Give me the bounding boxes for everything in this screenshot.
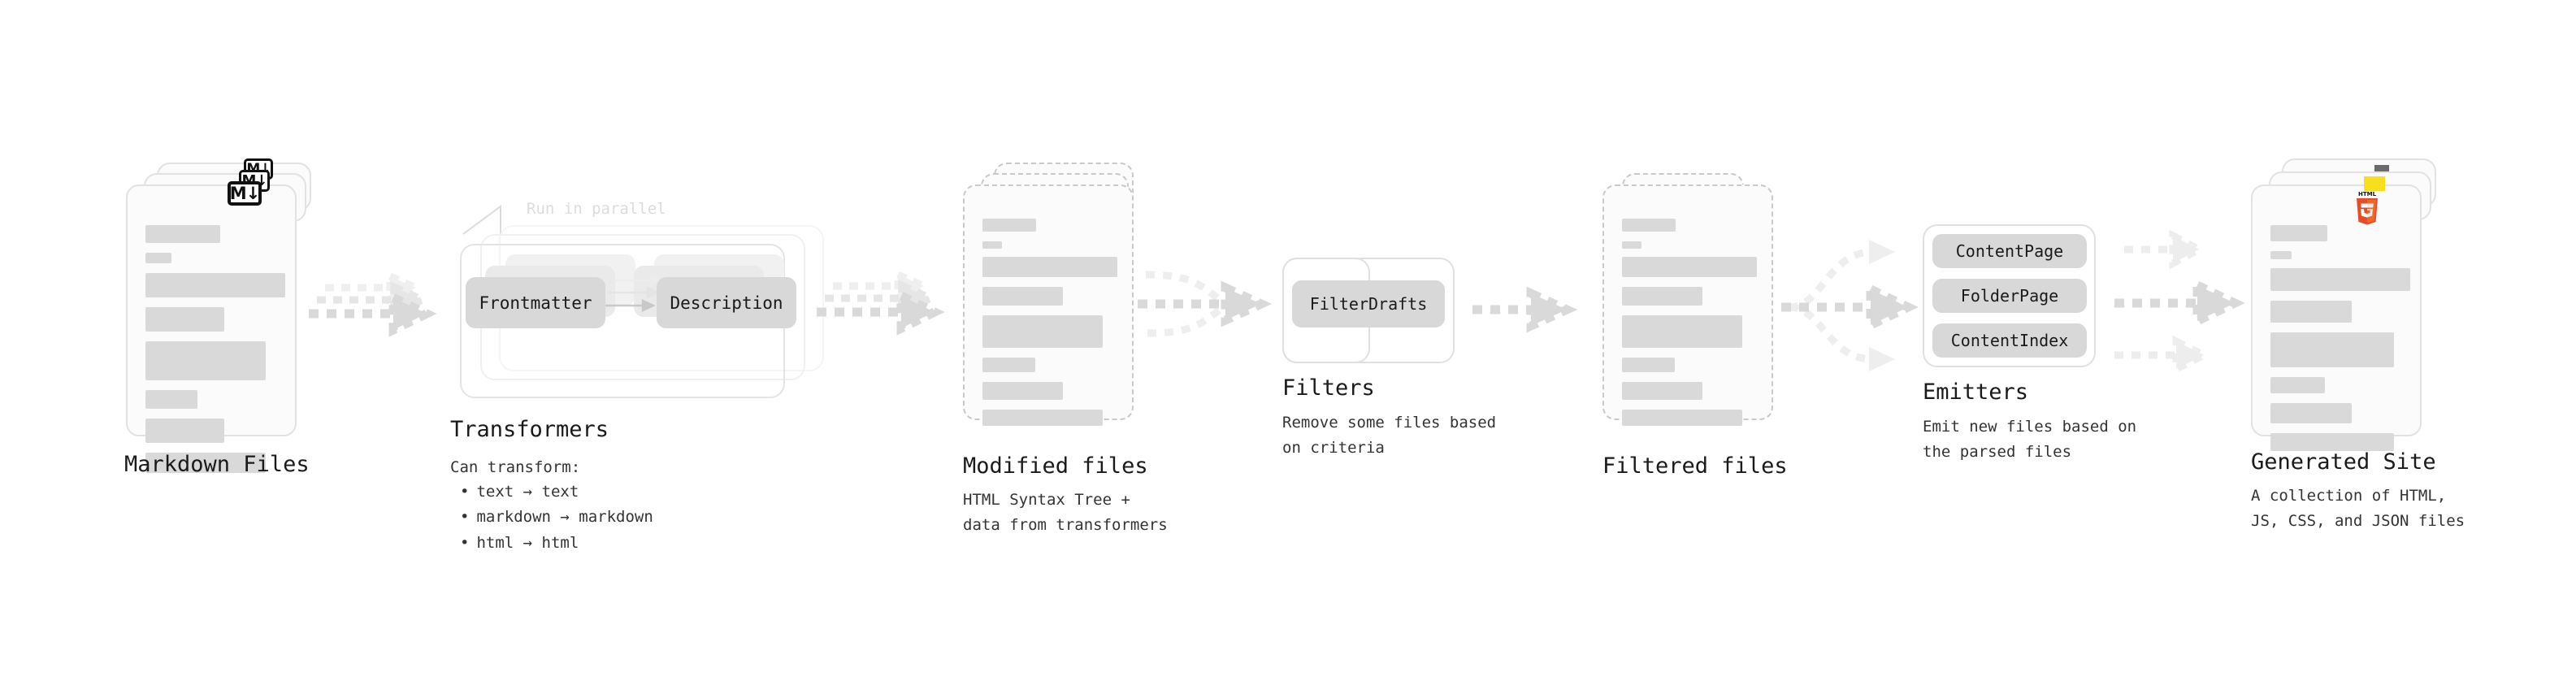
transformers-bullet-list: text → text markdown → markdown html → h… — [460, 479, 653, 556]
emitters-title: Emitters — [1923, 380, 2029, 405]
transformers-bullet-item: markdown → markdown — [460, 505, 653, 530]
emitter-chip-folderpage[interactable]: FolderPage — [1932, 279, 2087, 313]
generated-site-title: Generated Site — [2251, 449, 2436, 475]
run-in-parallel-label: Run in parallel — [527, 200, 666, 218]
modified-files-title: Modified files — [963, 453, 1148, 479]
modified-file-card-front — [963, 184, 1134, 426]
markdown-badge-front: M↓ — [228, 181, 262, 206]
svg-text:HTML: HTML — [2358, 191, 2377, 197]
transformers-bullet-item: html → html — [460, 531, 653, 556]
filtered-file-card-front — [1602, 184, 1773, 426]
generated-site-stack: HTML — [2251, 158, 2454, 451]
markdown-file-placeholder-bars — [145, 225, 285, 483]
filters-group-box-overlay — [1282, 258, 1455, 363]
arrow-markdown-to-transformers — [309, 271, 437, 349]
generated-site-subtitle: A collection of HTML, JS, CSS, and JSON … — [2251, 487, 2465, 531]
html5-badge: HTML — [2353, 189, 2381, 227]
transformers-bullet-item: text → text — [460, 479, 653, 505]
markdown-files-title: Markdown Files — [124, 452, 310, 477]
filter-chip-filterdrafts-label[interactable]: FilterDrafts — [1292, 280, 1445, 327]
transformer-chip-frontmatter[interactable]: Frontmatter — [466, 277, 605, 328]
arrow-modified-files-to-filters — [1138, 258, 1276, 348]
filtered-files-title: Filtered files — [1602, 453, 1788, 479]
filtered-files-stack — [1602, 163, 1798, 447]
modified-file-placeholder-bars — [982, 219, 1117, 436]
modified-files-stack — [963, 163, 1158, 447]
emitter-chip-contentpage[interactable]: ContentPage — [1932, 234, 2087, 268]
markdown-file-card-front — [126, 184, 297, 473]
transformers-inner-arrows — [602, 268, 703, 341]
filters-title: Filters — [1282, 375, 1375, 401]
filtered-file-placeholder-bars — [1622, 219, 1757, 436]
arrow-transformers-to-modified-files — [817, 269, 945, 348]
filters-subtitle: Remove some files based on criteria — [1282, 414, 1497, 458]
generated-site-placeholder-bars — [2270, 225, 2410, 461]
arrow-filters-to-filtered-files — [1472, 286, 1578, 337]
css3-badge — [2374, 163, 2389, 172]
generated-site-card-html — [2251, 184, 2422, 451]
emitter-chip-contentindex[interactable]: ContentIndex — [1932, 323, 2087, 358]
markdown-files-stack: M↓ M↓ M↓ — [126, 158, 321, 473]
run-in-parallel-leader-line — [462, 195, 536, 244]
arrow-filtered-files-to-emitters — [1781, 236, 1932, 371]
transformer-chip-description[interactable]: Description — [657, 277, 796, 328]
js-badge — [2364, 176, 2385, 191]
transformers-title: Transformers — [450, 417, 609, 442]
transformers-subtitle: Can transform: — [450, 458, 581, 476]
modified-files-subtitle: HTML Syntax Tree + data from transformer… — [963, 491, 1168, 535]
arrow-emitters-to-generated-site — [2114, 229, 2261, 375]
emitters-subtitle: Emit new files based on the parsed files — [1923, 418, 2137, 462]
